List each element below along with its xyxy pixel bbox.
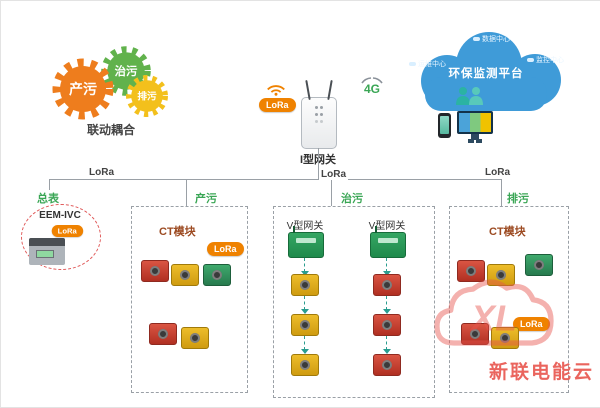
cloud-label-ops-center: 运维中心 [409, 59, 446, 69]
lora-badge: LoRa [207, 242, 244, 256]
chain-arrow [301, 336, 309, 354]
ct-module-icon [149, 323, 177, 345]
ct-module-icon [487, 264, 515, 286]
chain-arrow [383, 296, 391, 314]
watermark-text: 新联电能云 [489, 362, 595, 383]
ct-module-icon [291, 314, 319, 336]
ct-module-icon [141, 260, 169, 282]
produce-ct-label: CT模块 [159, 226, 196, 238]
treat-group-box [273, 206, 435, 398]
produce-gear-icon: 产污 [52, 58, 114, 120]
wifi-icon [267, 85, 285, 96]
discharge-gear-icon: 排污 [126, 75, 168, 117]
ct-module-icon [203, 264, 231, 286]
drop-line-treat [331, 179, 332, 206]
ct-module-icon [171, 264, 199, 286]
v-gateway-label: V型网关 [286, 221, 324, 232]
4g-label: 4G [364, 82, 380, 96]
ct-module-icon [181, 327, 209, 349]
produce-group-title: 产污 [193, 190, 219, 206]
cloud-label-monitor-center: 监控中心 [527, 55, 564, 65]
discharge-group-box [449, 206, 569, 393]
ct-module-icon [457, 260, 485, 282]
chain-arrow [301, 258, 309, 276]
lora-badge: LoRa [51, 225, 83, 237]
chain-arrow [383, 336, 391, 354]
ct-module-icon [291, 354, 319, 376]
ct-module-icon [291, 274, 319, 296]
lora-label-right: LoRa [483, 167, 512, 178]
gateway-device [301, 79, 337, 149]
produce-group-box [131, 206, 248, 393]
ct-module-icon [491, 327, 519, 349]
monitor-screen [459, 113, 491, 132]
ct-module-icon [373, 274, 401, 296]
chain-arrow [301, 296, 309, 314]
lora-bus-line [49, 179, 501, 180]
cloud-icon [421, 32, 561, 111]
antenna-icon [305, 79, 311, 101]
watermark-logo-text: XL [469, 298, 517, 338]
gear-caption: 联动耦合 [86, 123, 135, 137]
produce-gear-label: 产污 [69, 81, 97, 97]
discharge-group-title: 排污 [505, 190, 531, 206]
cloud-label-data-center: 数据中心 [473, 34, 510, 44]
mini-cloud-icon [527, 58, 534, 63]
discharge-gear-label: 排污 [137, 90, 157, 102]
meter-title: 总表 [35, 190, 61, 206]
ct-module-icon [525, 254, 553, 276]
lora-badge: LoRa [513, 317, 550, 331]
v-gateway-label: V型网关 [368, 221, 406, 232]
treat-gear-label: 治污 [115, 64, 138, 78]
4g-icon: 4G [361, 77, 383, 96]
lora-label-center: LoRa [319, 169, 348, 180]
watermark-cloud-logo: XL [434, 279, 554, 346]
treat-group-title: 治污 [339, 190, 365, 206]
meter-model-label: EEM-IVC [39, 210, 81, 221]
v-gateway-device [370, 226, 406, 258]
drop-line-meter [49, 179, 50, 192]
monitor-icon [457, 111, 493, 140]
drop-line-discharge [501, 179, 502, 206]
ct-module-icon [373, 354, 401, 376]
ct-module-icon [461, 323, 489, 345]
energy-meter-device [29, 238, 65, 265]
v-gateway-device [288, 226, 324, 258]
mini-cloud-icon [409, 62, 416, 67]
antenna-icon [327, 79, 333, 101]
ct-module-icon [373, 314, 401, 336]
mini-cloud-icon [473, 37, 480, 42]
cloud-title: 环保监测平台 [448, 68, 524, 80]
users-icon [456, 87, 483, 105]
cloud-platform: 环保监测平台 数据中心 运维中心 监控中心 [397, 25, 575, 147]
chain-arrow [383, 258, 391, 276]
drop-line-produce [186, 179, 187, 206]
gateway-drop-line [318, 148, 319, 179]
discharge-ct-label: CT模块 [489, 226, 526, 238]
smartphone-icon [438, 113, 451, 138]
lora-badge: LoRa [259, 98, 296, 112]
lora-label-left: LoRa [87, 167, 116, 178]
meter-dashed-ellipse [21, 204, 101, 270]
led-dots [315, 106, 318, 109]
